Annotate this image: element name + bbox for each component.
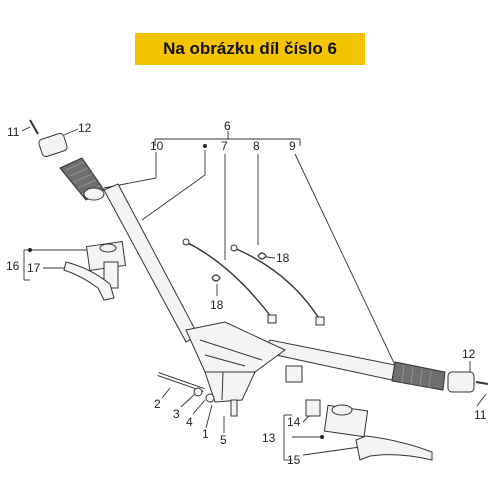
callout-17: 17 <box>27 261 41 275</box>
callout-10: 10 <box>150 139 164 153</box>
callout-3: 3 <box>173 407 180 421</box>
callout-6: 6 <box>224 119 231 133</box>
callout-7: 7 <box>221 139 228 153</box>
right-bar-end-weight <box>447 371 489 393</box>
left-bar-end-weight <box>29 119 68 158</box>
left-grip <box>59 157 105 201</box>
callout-1: 1 <box>202 427 209 441</box>
callout-2: 2 <box>154 397 161 411</box>
callout-labels: 6 10 7 8 9 11 12 16 17 18 18 2 3 4 1 5 1… <box>6 119 487 467</box>
callout-12-left: 12 <box>78 121 92 135</box>
callout-11-right: 11 <box>474 408 487 422</box>
cable-clips <box>211 252 267 282</box>
right-brake-lever <box>355 435 433 461</box>
callout-9: 9 <box>289 139 296 153</box>
callout-12-right: 12 <box>462 347 476 361</box>
callout-5: 5 <box>220 433 227 447</box>
banner-text: Na obrázku díl číslo 6 <box>163 39 337 58</box>
callout-14: 14 <box>287 415 301 429</box>
callout-18-upper: 18 <box>276 251 290 265</box>
callout-11-left: 11 <box>7 125 20 139</box>
right-master-cylinder <box>305 399 369 438</box>
left-brake-lever <box>63 261 115 301</box>
callout-4: 4 <box>186 415 193 429</box>
part-number-banner: Na obrázku díl číslo 6 <box>135 33 365 65</box>
handlebar-tube <box>103 183 396 403</box>
leader-lines <box>21 126 487 461</box>
control-cables <box>185 241 321 321</box>
callout-13: 13 <box>262 431 276 445</box>
cable-ends <box>182 238 325 326</box>
callout-8: 8 <box>253 139 260 153</box>
right-grip <box>391 361 446 391</box>
callout-15: 15 <box>287 453 301 467</box>
left-master-cylinder <box>85 241 127 289</box>
callout-16: 16 <box>6 259 20 273</box>
callout-18-lower: 18 <box>210 298 224 312</box>
mounting-hardware <box>157 365 303 417</box>
